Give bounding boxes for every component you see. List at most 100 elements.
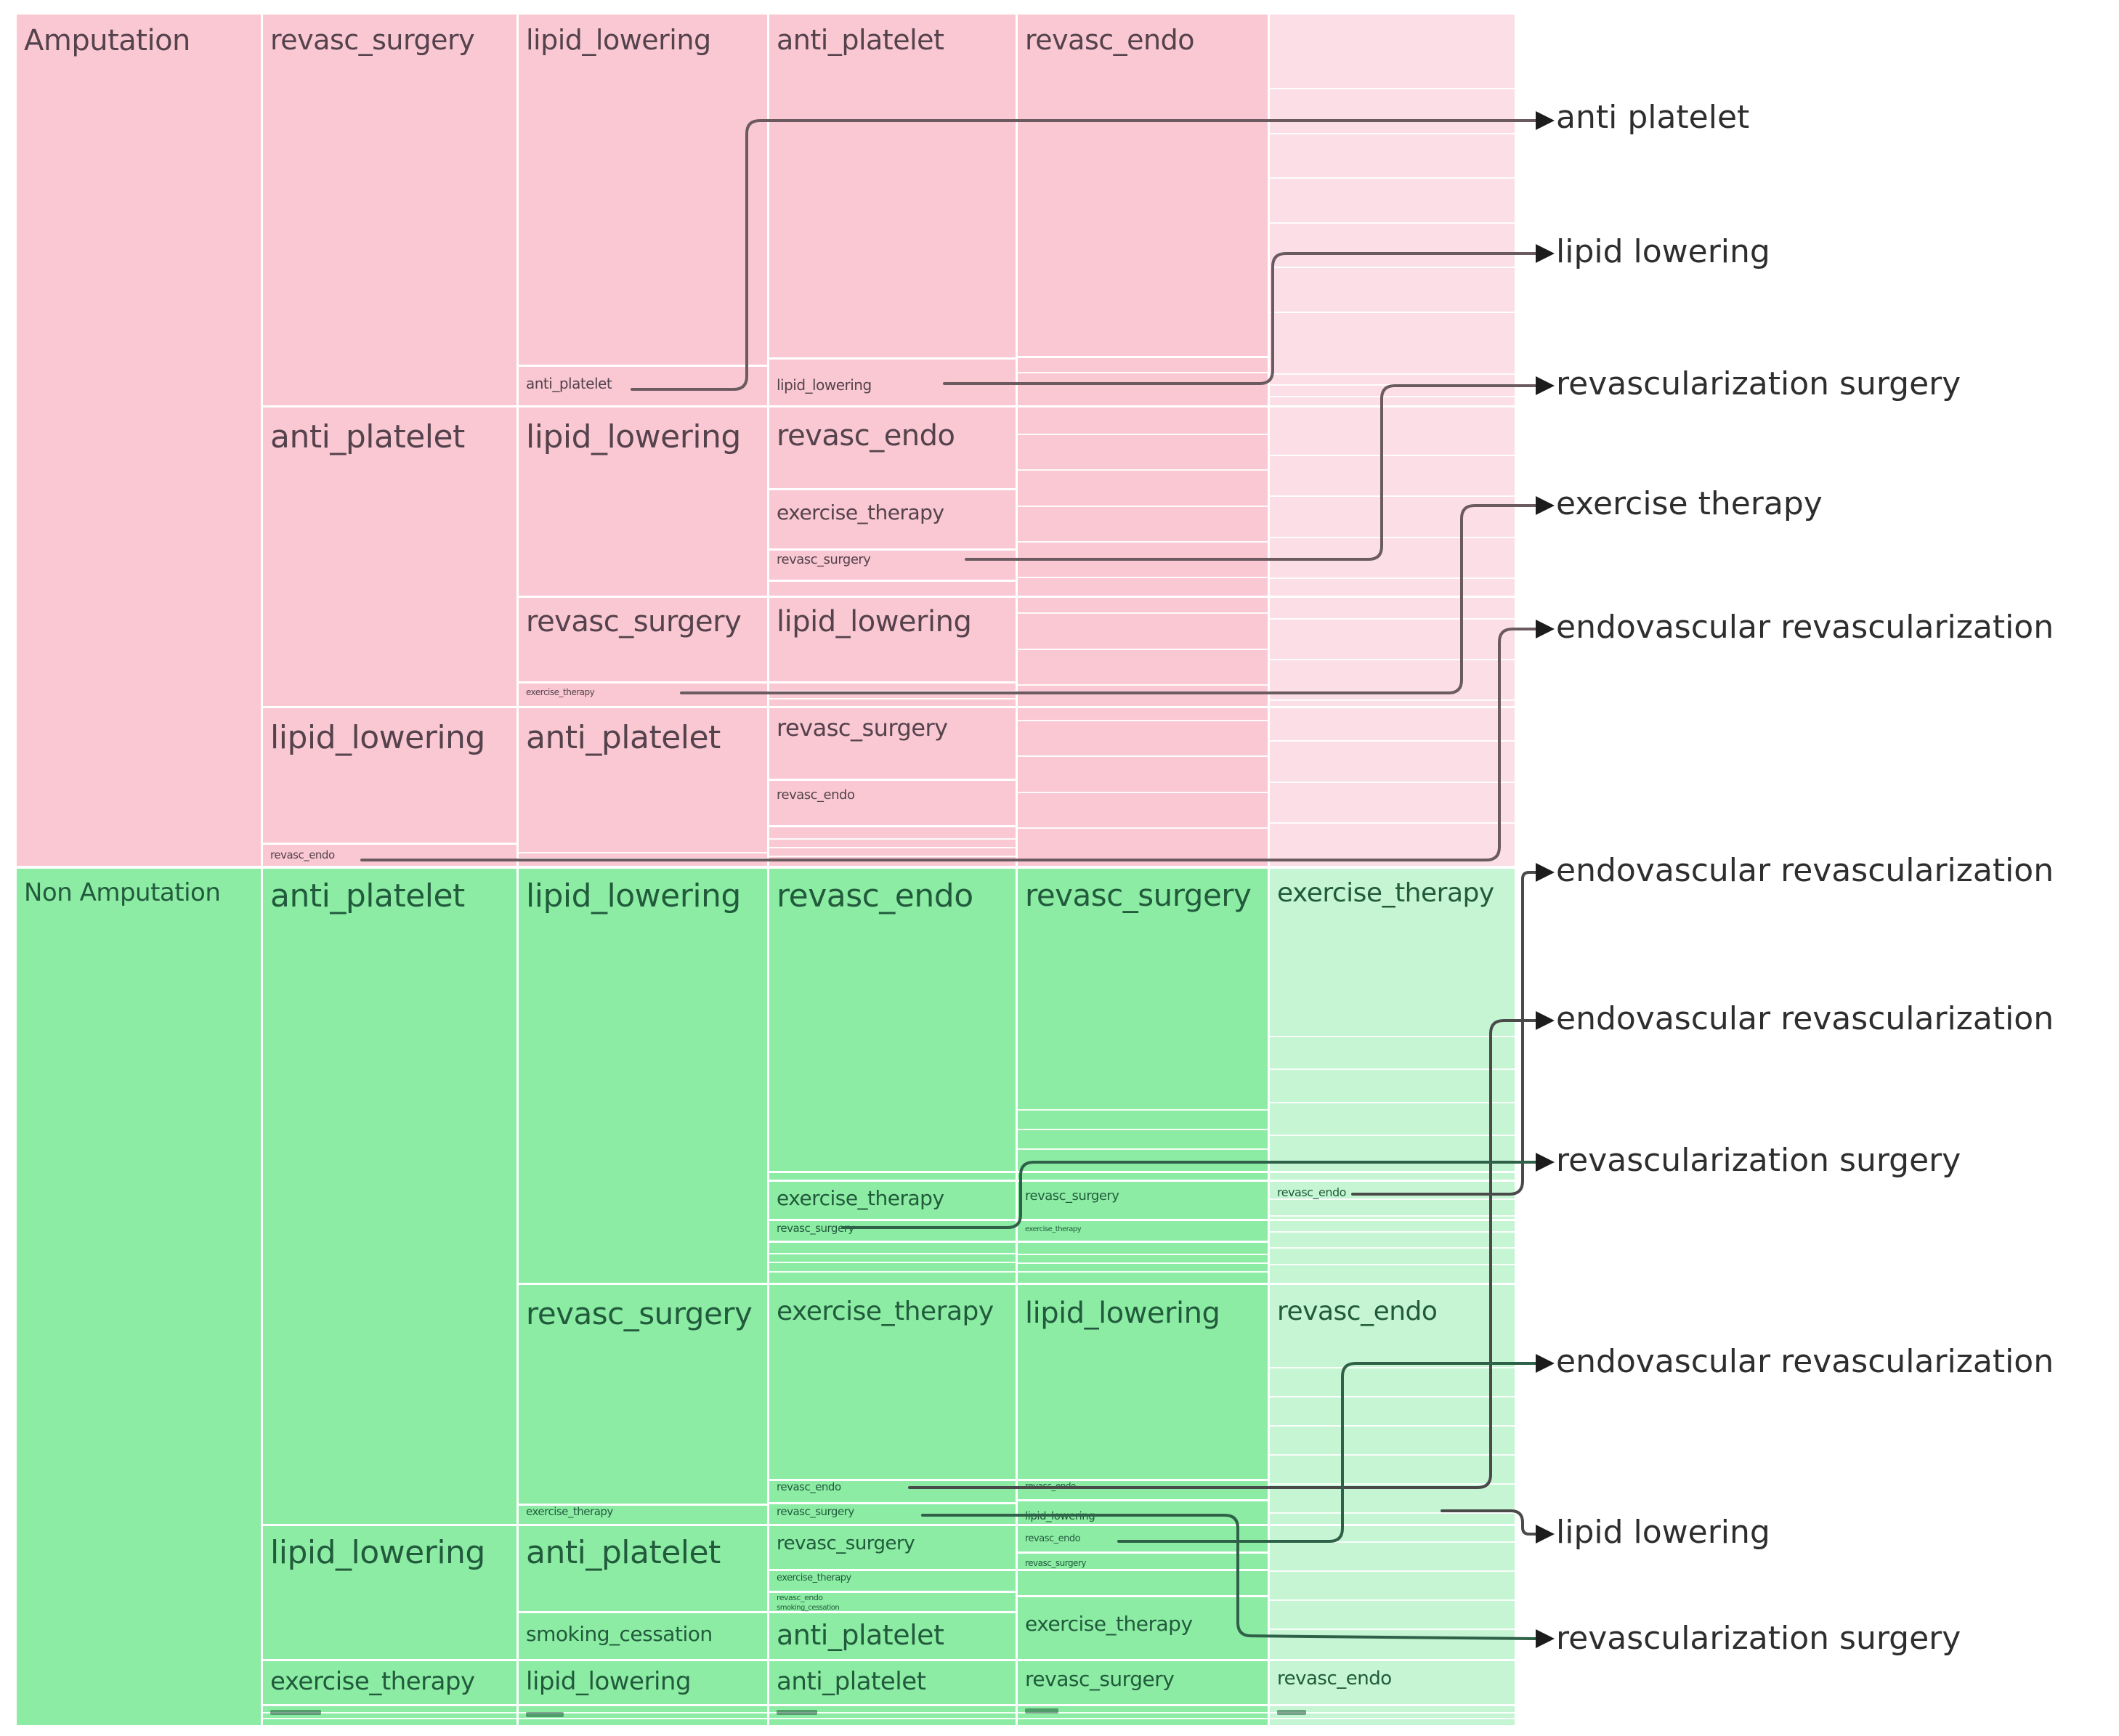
leaf-sliver — [769, 856, 1016, 857]
micro-label-smudge — [1277, 1710, 1306, 1715]
block-label-revasc-endo[interactable]: revasc_endo — [1025, 24, 1194, 56]
block-label-revasc-endo[interactable]: revasc_endo — [1277, 1668, 1392, 1690]
block-separator — [1018, 356, 1268, 358]
block-label-Amputation[interactable]: Amputation — [24, 24, 190, 57]
block-label-revasc-endo[interactable]: revasc_endo — [1277, 1185, 1346, 1199]
icicle-section-amputation-level-5[interactable] — [1270, 15, 1515, 866]
leaf-sliver — [1270, 495, 1515, 497]
leaf-sliver — [1018, 612, 1268, 614]
leaf-sliver — [1270, 1512, 1515, 1514]
block-label-lipid-lowering[interactable]: lipid_lowering — [1025, 1509, 1095, 1522]
block-label-exercise-therapy[interactable]: exercise_therapy — [777, 1573, 851, 1583]
block-label-revasc-surgery[interactable]: revasc_surgery — [526, 605, 742, 638]
block-label-lipid-lowering[interactable]: lipid_lowering — [270, 1534, 485, 1571]
arrowhead-icon — [1536, 1525, 1555, 1544]
leaf-sliver — [769, 1253, 1016, 1254]
block-label-lipid-lowering[interactable]: lipid_lowering — [777, 605, 972, 638]
block-label-lipid-lowering[interactable]: lipid_lowering — [270, 719, 485, 756]
block-label-lipid-lowering[interactable]: lipid_lowering — [1025, 1297, 1220, 1330]
block-label-revasc-surgery[interactable]: revasc_surgery — [1025, 1558, 1086, 1568]
arrowhead-icon — [1536, 620, 1555, 638]
leaf-sliver — [1270, 699, 1515, 701]
block-label-lipid-lowering[interactable]: lipid_lowering — [777, 376, 872, 394]
leaf-sliver — [1270, 1367, 1515, 1368]
block-separator — [769, 357, 1016, 360]
icicle-section-non-amputation-level-1[interactable] — [263, 869, 516, 1725]
leaf-sliver — [519, 858, 767, 859]
block-label-exercise-therapy[interactable]: exercise_therapy — [1025, 1225, 1082, 1233]
block-label-exercise-therapy[interactable]: exercise_therapy — [777, 1186, 944, 1210]
block-label-revasc-endo[interactable]: revasc_endo — [777, 877, 973, 914]
block-label-revasc-surgery[interactable]: revasc_surgery — [777, 1533, 915, 1554]
block-label-lipid-lowering[interactable]: lipid_lowering — [526, 24, 711, 56]
block-separator — [1018, 1569, 1268, 1571]
annotation-label-4: endovascular revascularization — [1556, 609, 2054, 646]
block-label-revasc-endo[interactable]: revasc_endo — [270, 848, 335, 861]
leaf-sliver — [1270, 1599, 1515, 1601]
block-label-exercise-therapy[interactable]: exercise_therapy — [777, 1297, 994, 1326]
arrowhead-icon — [1536, 1354, 1555, 1373]
block-label-revasc-surgery[interactable]: revasc_surgery — [270, 24, 475, 56]
icicle-section-amputation-level-0[interactable] — [17, 15, 261, 866]
block-separator — [519, 1611, 1016, 1613]
block-label-revasc-surgery[interactable]: revasc_surgery — [1025, 1188, 1119, 1204]
block-label-anti-platelet[interactable]: anti_platelet — [270, 877, 465, 914]
block-label-anti-platelet[interactable]: anti_platelet — [526, 1534, 721, 1571]
block-label-revasc-surgery[interactable]: revasc_surgery — [777, 714, 948, 742]
block-label-revasc-surgery[interactable]: revasc_surgery — [526, 1296, 753, 1331]
leaf-sliver — [1018, 1271, 1268, 1273]
block-label-Non Amputation[interactable]: Non Amputation — [24, 878, 221, 907]
leaf-sliver — [769, 838, 1016, 840]
block-label-exercise-therapy[interactable]: exercise_therapy — [526, 687, 595, 697]
leaf-sliver — [1018, 382, 1268, 384]
leaf-sliver — [1270, 1264, 1515, 1265]
block-separator — [263, 843, 516, 845]
leaf-sliver — [1270, 222, 1515, 224]
block-separator — [263, 1659, 1515, 1661]
block-label-anti-platelet[interactable]: anti_platelet — [777, 1619, 944, 1651]
block-label-revasc-endo[interactable]: revasc_endo — [1025, 1533, 1081, 1544]
block-label-anti-platelet[interactable]: anti_platelet — [526, 375, 612, 392]
block-label-exercise-therapy[interactable]: exercise_therapy — [270, 1667, 475, 1696]
block-label-anti-platelet[interactable]: anti_platelet — [777, 1667, 926, 1696]
block-label-anti-platelet[interactable]: anti_platelet — [777, 24, 944, 56]
block-label-exercise-therapy[interactable]: exercise_therapy — [777, 500, 944, 524]
block-separator — [1018, 1595, 1268, 1597]
block-label-exercise-therapy[interactable]: exercise_therapy — [1277, 878, 1494, 908]
block-label-revasc-endo[interactable]: revasc_endo — [777, 1593, 823, 1602]
block-label-anti-platelet[interactable]: anti_platelet — [526, 719, 721, 756]
leaf-sliver — [1270, 1068, 1515, 1070]
icicle-section-amputation-level-4[interactable] — [1018, 15, 1268, 866]
block-label-revasc-surgery[interactable]: revasc_surgery — [777, 1222, 854, 1235]
leaf-sliver — [1270, 577, 1515, 579]
micro-label-smudge — [777, 1710, 817, 1715]
block-label-revasc-endo[interactable]: revasc_endo — [1277, 1297, 1438, 1326]
annotation-label-9: lipid lowering — [1556, 1514, 1770, 1551]
block-label-revasc-endo[interactable]: revasc_endo — [777, 419, 955, 453]
block-label-revasc-surgery[interactable]: revasc_surgery — [777, 552, 871, 567]
leaf-sliver — [1270, 88, 1515, 89]
block-label-revasc-endo[interactable]: revasc_endo — [777, 787, 855, 803]
block-label-smoking-cessation[interactable]: smoking_cessation — [526, 1622, 713, 1646]
leaf-sliver — [1270, 1628, 1515, 1630]
arrowhead-icon — [1536, 1153, 1555, 1172]
block-separator — [769, 1180, 1515, 1182]
block-label-smoking-cessation[interactable]: smoking_cessation — [777, 1604, 840, 1612]
block-label-lipid-lowering[interactable]: lipid_lowering — [526, 418, 741, 455]
block-label-exercise-therapy[interactable]: exercise_therapy — [526, 1505, 613, 1518]
block-separator — [263, 405, 1515, 407]
block-label-lipid-lowering[interactable]: lipid_lowering — [526, 877, 741, 914]
block-label-anti-platelet[interactable]: anti_platelet — [270, 418, 465, 455]
block-label-revasc-surgery[interactable]: revasc_surgery — [777, 1505, 854, 1518]
leaf-sliver — [769, 698, 1016, 699]
block-label-exercise-therapy[interactable]: exercise_therapy — [1025, 1612, 1193, 1636]
block-label-revasc-endo[interactable]: revasc_endo — [777, 1480, 841, 1493]
block-label-revasc-surgery[interactable]: revasc_surgery — [1025, 877, 1252, 913]
leaf-sliver — [769, 1718, 1016, 1719]
block-label-revasc-surgery[interactable]: revasc_surgery — [1025, 1667, 1175, 1691]
icicle-section-non-amputation-level-2[interactable] — [519, 869, 767, 1725]
block-label-lipid-lowering[interactable]: lipid_lowering — [526, 1667, 692, 1696]
block-label-revasc-endo[interactable]: revasc_endo — [1025, 1481, 1076, 1491]
leaf-sliver — [1270, 455, 1515, 456]
icicle-section-non-amputation-level-0[interactable] — [17, 869, 261, 1725]
